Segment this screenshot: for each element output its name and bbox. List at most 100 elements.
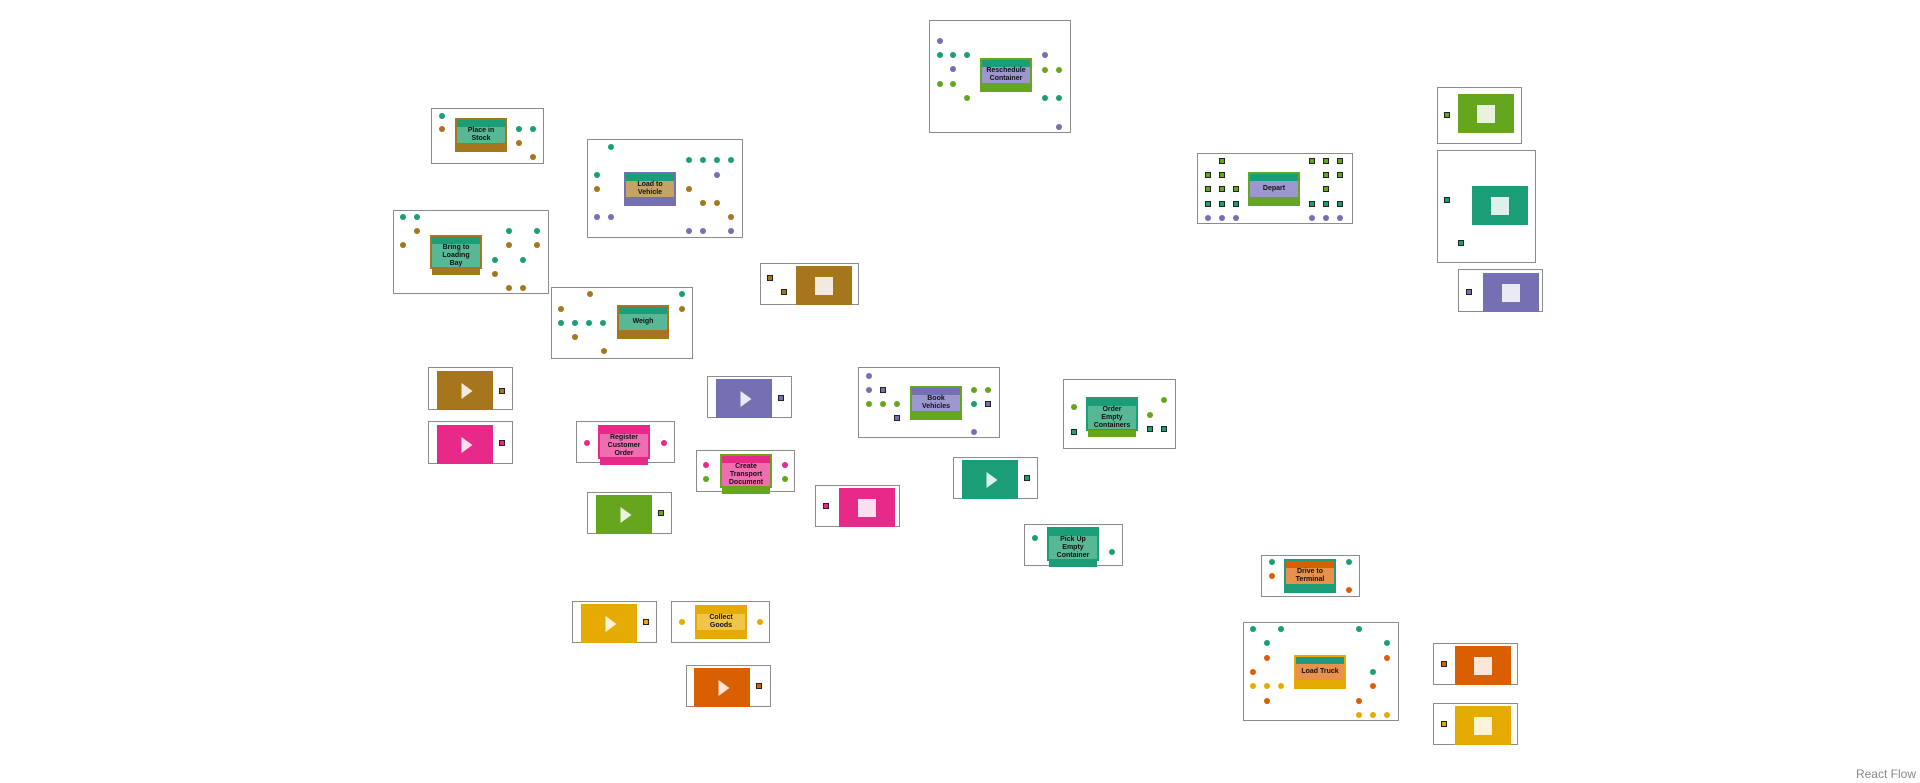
place-dot[interactable] xyxy=(1250,683,1256,689)
task-pick-up-empty-container[interactable]: Pick Up Empty Container xyxy=(1047,527,1099,567)
place-square[interactable] xyxy=(1466,289,1472,295)
place-dot[interactable] xyxy=(1264,698,1270,704)
place-dot[interactable] xyxy=(1056,95,1062,101)
place-dot[interactable] xyxy=(1042,67,1048,73)
place-dot[interactable] xyxy=(866,387,872,393)
place-dot[interactable] xyxy=(400,242,406,248)
place-dot[interactable] xyxy=(558,320,564,326)
place-dot[interactable] xyxy=(728,214,734,220)
place-dot[interactable] xyxy=(1042,52,1048,58)
place-dot[interactable] xyxy=(572,320,578,326)
place-dot[interactable] xyxy=(1346,559,1352,565)
place-square[interactable] xyxy=(985,401,991,407)
place-dot[interactable] xyxy=(700,200,706,206)
place-dot[interactable] xyxy=(601,348,607,354)
task-register-customer-order[interactable]: Register Customer Order xyxy=(598,425,650,465)
place-dot[interactable] xyxy=(1264,683,1270,689)
place-dot[interactable] xyxy=(703,476,709,482)
place-square[interactable] xyxy=(880,387,886,393)
place-dot[interactable] xyxy=(971,401,977,407)
place-square[interactable] xyxy=(1205,186,1211,192)
place-dot[interactable] xyxy=(587,291,593,297)
place-dot[interactable] xyxy=(1356,712,1362,718)
place-dot[interactable] xyxy=(492,257,498,263)
block-brown-start[interactable] xyxy=(437,371,493,410)
place-dot[interactable] xyxy=(1161,397,1167,403)
block-orange-start[interactable] xyxy=(694,668,750,707)
place-dot[interactable] xyxy=(679,291,685,297)
block-lime-end[interactable] xyxy=(1458,94,1514,133)
task-create-transport-document[interactable]: Create Transport Document xyxy=(720,454,772,494)
block-yellow-start[interactable] xyxy=(581,604,637,643)
place-dot[interactable] xyxy=(1356,626,1362,632)
place-dot[interactable] xyxy=(757,619,763,625)
place-dot[interactable] xyxy=(714,172,720,178)
place-dot[interactable] xyxy=(971,387,977,393)
place-dot[interactable] xyxy=(866,401,872,407)
place-dot[interactable] xyxy=(679,619,685,625)
place-dot[interactable] xyxy=(530,154,536,160)
place-dot[interactable] xyxy=(782,476,788,482)
place-dot[interactable] xyxy=(520,285,526,291)
place-dot[interactable] xyxy=(1264,640,1270,646)
place-dot[interactable] xyxy=(1346,587,1352,593)
place-dot[interactable] xyxy=(1205,215,1211,221)
place-square[interactable] xyxy=(1323,158,1329,164)
place-dot[interactable] xyxy=(586,320,592,326)
place-dot[interactable] xyxy=(894,401,900,407)
place-square[interactable] xyxy=(778,395,784,401)
place-square[interactable] xyxy=(1024,475,1030,481)
place-dot[interactable] xyxy=(1109,549,1115,555)
place-square[interactable] xyxy=(781,289,787,295)
block-green-end[interactable] xyxy=(1472,186,1528,225)
place-square[interactable] xyxy=(1309,158,1315,164)
place-square[interactable] xyxy=(1205,201,1211,207)
place-dot[interactable] xyxy=(1309,215,1315,221)
place-dot[interactable] xyxy=(1147,412,1153,418)
place-dot[interactable] xyxy=(950,66,956,72)
task-depart[interactable]: Depart xyxy=(1248,172,1300,206)
place-square[interactable] xyxy=(1337,172,1343,178)
place-dot[interactable] xyxy=(1278,683,1284,689)
place-dot[interactable] xyxy=(1370,683,1376,689)
place-dot[interactable] xyxy=(937,52,943,58)
place-dot[interactable] xyxy=(506,285,512,291)
place-square[interactable] xyxy=(1205,172,1211,178)
place-dot[interactable] xyxy=(506,242,512,248)
task-load-truck[interactable]: Load Truck xyxy=(1294,655,1346,689)
place-dot[interactable] xyxy=(572,334,578,340)
place-dot[interactable] xyxy=(1323,215,1329,221)
task-load-to-vehicle[interactable]: Load to Vehicle xyxy=(624,172,676,206)
place-dot[interactable] xyxy=(700,228,706,234)
place-dot[interactable] xyxy=(1278,626,1284,632)
place-square[interactable] xyxy=(1161,426,1167,432)
place-square[interactable] xyxy=(1323,201,1329,207)
place-square[interactable] xyxy=(1219,172,1225,178)
block-green-start[interactable] xyxy=(962,460,1018,499)
place-dot[interactable] xyxy=(782,462,788,468)
place-dot[interactable] xyxy=(439,113,445,119)
place-dot[interactable] xyxy=(964,95,970,101)
place-dot[interactable] xyxy=(1384,640,1390,646)
place-dot[interactable] xyxy=(1250,669,1256,675)
place-square[interactable] xyxy=(1233,201,1239,207)
place-dot[interactable] xyxy=(686,186,692,192)
place-dot[interactable] xyxy=(584,440,590,446)
place-square[interactable] xyxy=(1441,721,1447,727)
react-flow-attribution[interactable]: React Flow xyxy=(1855,767,1916,781)
place-square[interactable] xyxy=(1337,201,1343,207)
place-square[interactable] xyxy=(1337,158,1343,164)
place-dot[interactable] xyxy=(703,462,709,468)
block-purple-end[interactable] xyxy=(1483,273,1539,312)
place-dot[interactable] xyxy=(661,440,667,446)
place-dot[interactable] xyxy=(1384,655,1390,661)
block-yellow-end[interactable] xyxy=(1455,706,1511,745)
place-square[interactable] xyxy=(1323,172,1329,178)
place-dot[interactable] xyxy=(414,228,420,234)
block-lime-start[interactable] xyxy=(596,495,652,534)
place-dot[interactable] xyxy=(506,228,512,234)
task-reschedule-container[interactable]: Reschedule Container xyxy=(980,58,1032,92)
block-pink-end[interactable] xyxy=(839,488,895,527)
place-dot[interactable] xyxy=(1056,124,1062,130)
task-place-in-stock[interactable]: Place in Stock xyxy=(455,118,507,152)
